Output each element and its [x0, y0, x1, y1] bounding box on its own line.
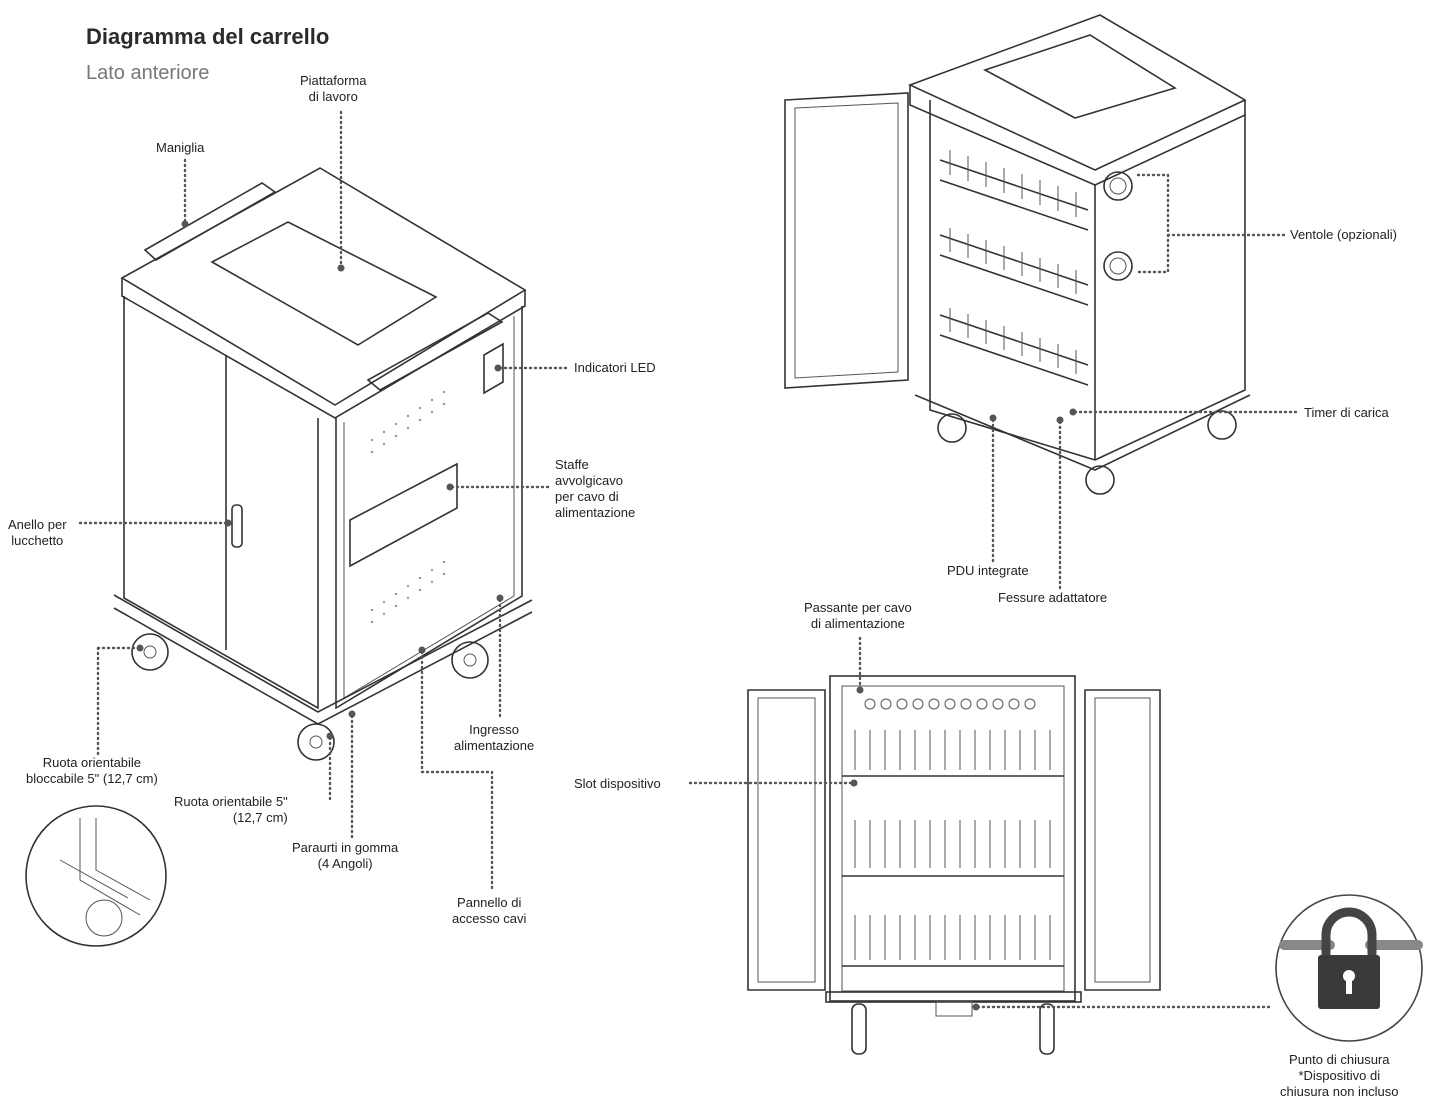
open-cart-illustration: [784, 14, 1251, 495]
wheel-lock-detail-illustration: [25, 805, 167, 947]
diagram-subtitle: Lato anteriore: [86, 62, 210, 84]
label-fessure-adattatore: Fessure adattatore: [998, 590, 1108, 605]
label-indicatori-led: Indicatori LED: [574, 360, 656, 375]
label-ruota-orientabile: Ruota orientabile 5"(12,7 cm): [174, 794, 288, 825]
label-paraurti-in-gomma: Paraurti in gomma(4 Angoli): [292, 840, 399, 871]
label-ventole: Ventole (opzionali): [1290, 227, 1397, 242]
lock-point-icon: [1275, 894, 1423, 1042]
front-open-cart-illustration: [747, 675, 1161, 1055]
label-slot-dispositivo: Slot dispositivo: [574, 776, 661, 791]
label-maniglia: Maniglia: [156, 140, 205, 155]
diagram-title: Diagramma del carrello: [86, 24, 330, 49]
label-timer-di-carica: Timer di carica: [1304, 405, 1389, 420]
front-cart-illustration: [113, 167, 533, 761]
label-pdu-integrate: PDU integrate: [947, 563, 1029, 578]
leader-lines: [78, 110, 1298, 1011]
